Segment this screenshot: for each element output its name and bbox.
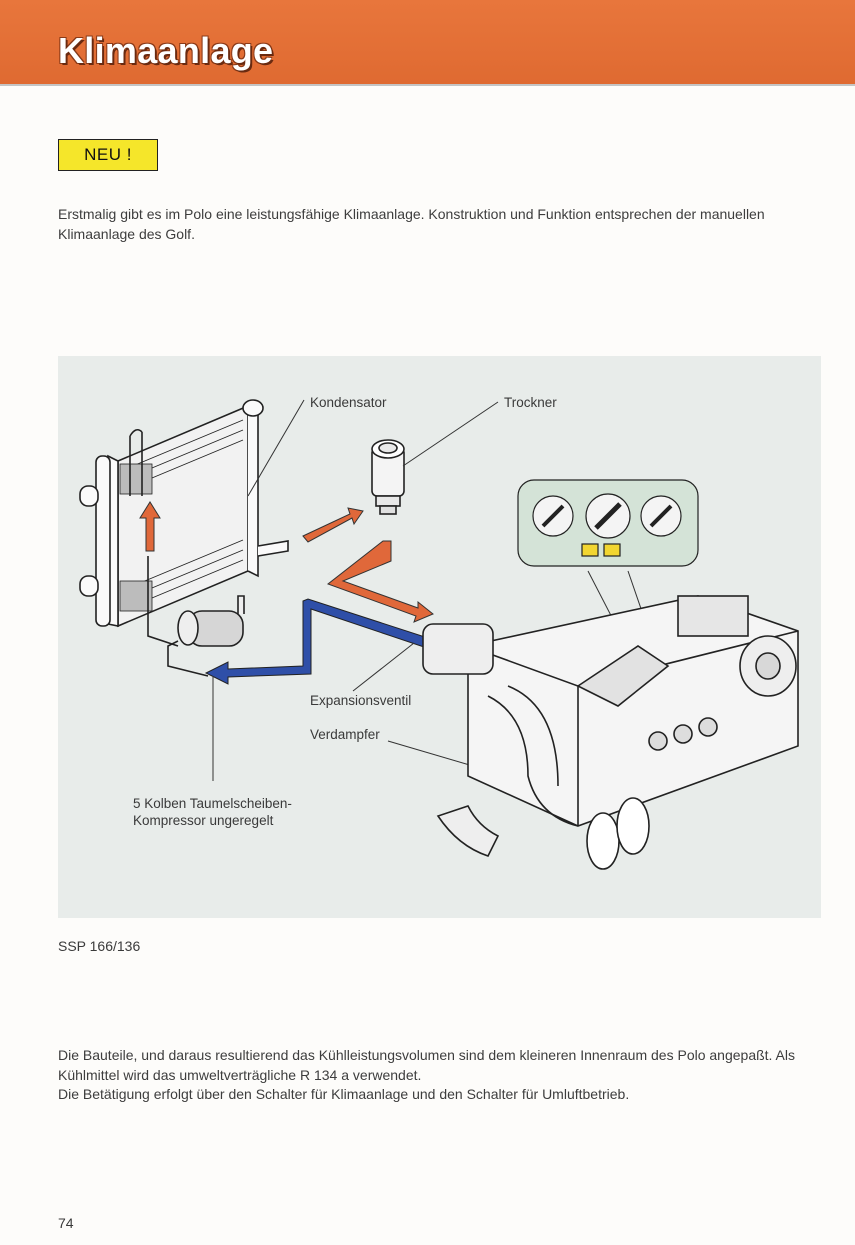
label-condenser: Kondensator [310,395,387,410]
new-badge: NEU ! [58,139,158,171]
label-expansion-valve: Expansionsventil [310,693,412,708]
label-compressor-line1: 5 Kolben Taumelscheiben- [133,796,292,811]
compressor-illustration [167,595,245,677]
body-line-2: Die Betätigung erfolgt über den Schalter… [58,1086,630,1102]
label-dryer: Trockner [504,395,557,410]
figure-caption: SSP 166/136 [58,938,141,954]
hot-line-lower [326,540,434,623]
ac-system-figure: Kondensator Trockner Expansionsventil Ve… [58,356,821,918]
label-compressor-line2: Kompressor ungeregelt [133,813,274,828]
control-panel-inset [517,479,699,567]
header-band [0,0,855,84]
page-number: 74 [58,1215,74,1231]
body-paragraph: Die Bauteile, und daraus resultierend da… [58,1046,818,1105]
page-title: Klimaanlage [58,30,274,71]
ac-system-illustration [79,399,799,870]
evaporator-unit-illustration [422,595,799,870]
label-evaporator: Verdampfer [310,727,380,742]
header-rule [0,84,855,86]
hot-line-upper [302,507,364,543]
flow-arrow-up [139,501,161,552]
body-line-1: Die Bauteile, und daraus resultierend da… [58,1047,796,1083]
condenser-illustration [79,399,289,647]
intro-paragraph: Erstmalig gibt es im Polo eine leistungs… [58,206,765,242]
dryer-illustration [371,439,405,515]
cold-line [204,598,429,685]
